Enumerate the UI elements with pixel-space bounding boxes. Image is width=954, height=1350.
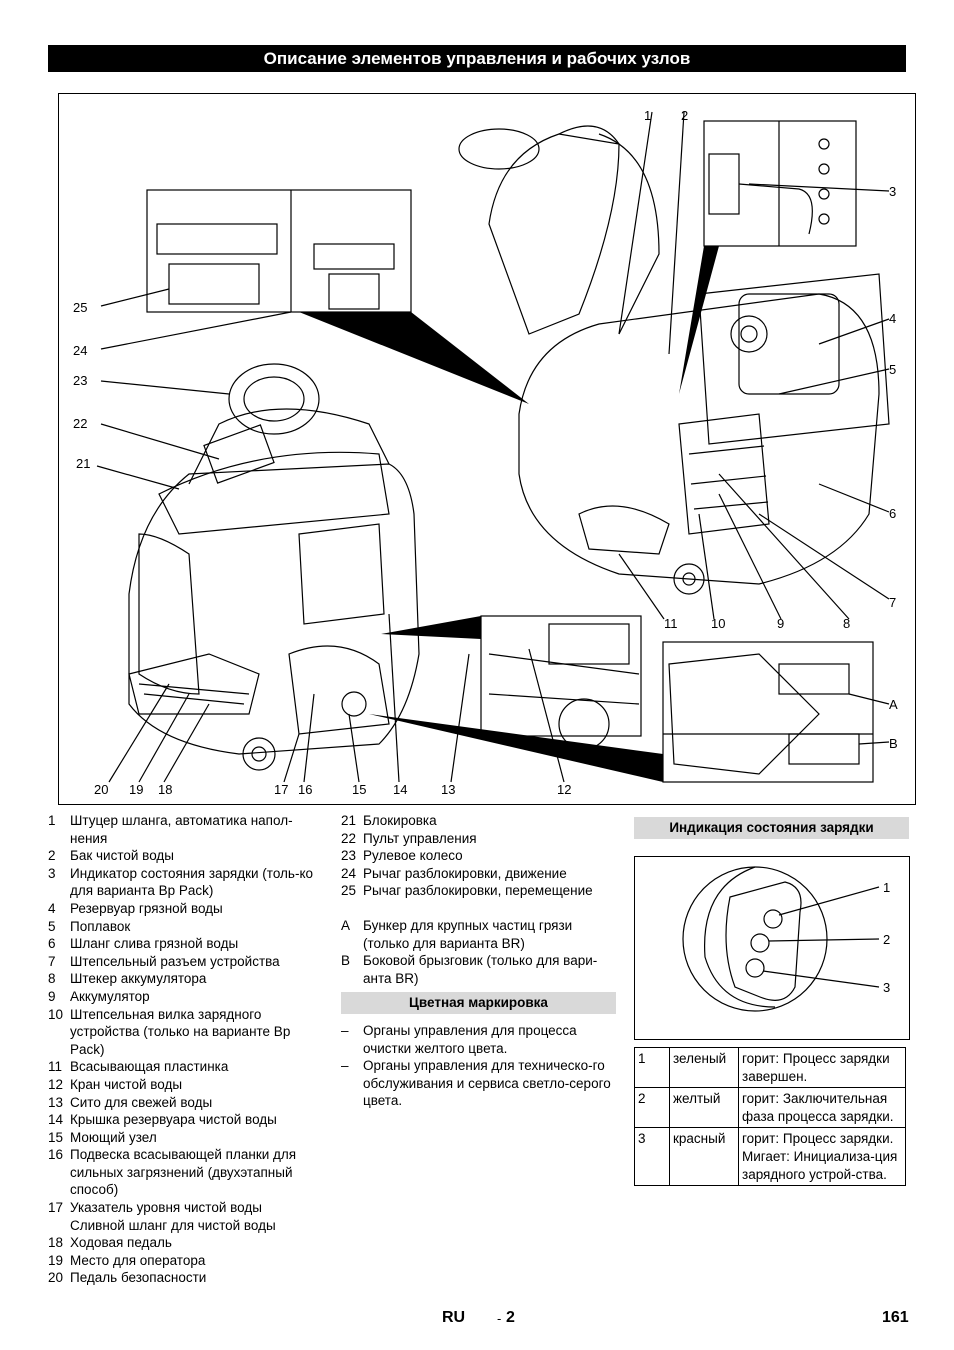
page-number: 161 [882, 1309, 909, 1326]
charge-label-2: 2 [883, 932, 891, 947]
callout-1: 1 [644, 108, 652, 123]
charge-indicator-diagram: 1 2 3 [634, 856, 910, 1040]
callout-22: 22 [73, 416, 88, 431]
callout-19: 19 [129, 782, 144, 797]
callout-12: 12 [557, 782, 572, 797]
machine-diagram: 1 2 3 4 5 6 7 8 9 10 11 12 13 14 15 16 1… [58, 93, 916, 805]
callout-20: 20 [94, 782, 109, 797]
callout-14: 14 [393, 782, 408, 797]
color-marking-heading: Цветная маркировка [341, 992, 616, 1014]
page-title: Описание элементов управления и рабочих … [48, 45, 906, 72]
table-row: 2 желтый горит: Заключительная фаза проц… [634, 1087, 906, 1129]
footer-subpage: 2 [506, 1309, 515, 1326]
list-item: –Органы управления для процесса очистки … [341, 1023, 577, 1056]
callout-8: 8 [843, 616, 851, 631]
callout-23: 23 [73, 373, 88, 388]
machine-drawing [96, 111, 890, 783]
callout-16: 16 [298, 782, 313, 797]
callout-15: 15 [352, 782, 367, 797]
callout-10: 10 [711, 616, 726, 631]
table-row: 1 зеленый горит: Процесс зарядки заверше… [634, 1046, 906, 1089]
charge-label-1: 1 [883, 880, 891, 895]
callout-13: 13 [441, 782, 456, 797]
callout-3: 3 [889, 184, 897, 199]
callout-18: 18 [158, 782, 173, 797]
callout-25: 25 [73, 300, 88, 315]
callout-21: 21 [76, 456, 91, 471]
callout-9: 9 [777, 616, 785, 631]
callout-24: 24 [73, 343, 88, 358]
callout-B: B [889, 736, 898, 751]
charge-label-3: 3 [883, 980, 891, 995]
callout-11: 11 [664, 616, 678, 631]
color-marking-list: –Органы управления для процесса очистки … [341, 1022, 617, 1110]
list-item: –Органы управления для техническо-го обс… [341, 1058, 611, 1109]
callout-6: 6 [889, 506, 897, 521]
charge-indicator-drawing [682, 866, 880, 1012]
callout-A: A [889, 697, 898, 712]
footer-separator: - [497, 1311, 502, 1326]
callout-4: 4 [889, 311, 897, 326]
charge-heading: Индикация состояния зарядки [634, 817, 909, 839]
callout-2: 2 [681, 108, 689, 123]
callout-5: 5 [889, 362, 897, 377]
table-row: 3 красный горит: Процесс зарядки. Мигает… [634, 1127, 906, 1187]
footer-lang: RU [442, 1309, 466, 1326]
callout-17: 17 [274, 782, 289, 797]
callout-7: 7 [889, 595, 897, 610]
charge-status-table: 1 зеленый горит: Процесс зарядки заверше… [634, 1046, 906, 1187]
